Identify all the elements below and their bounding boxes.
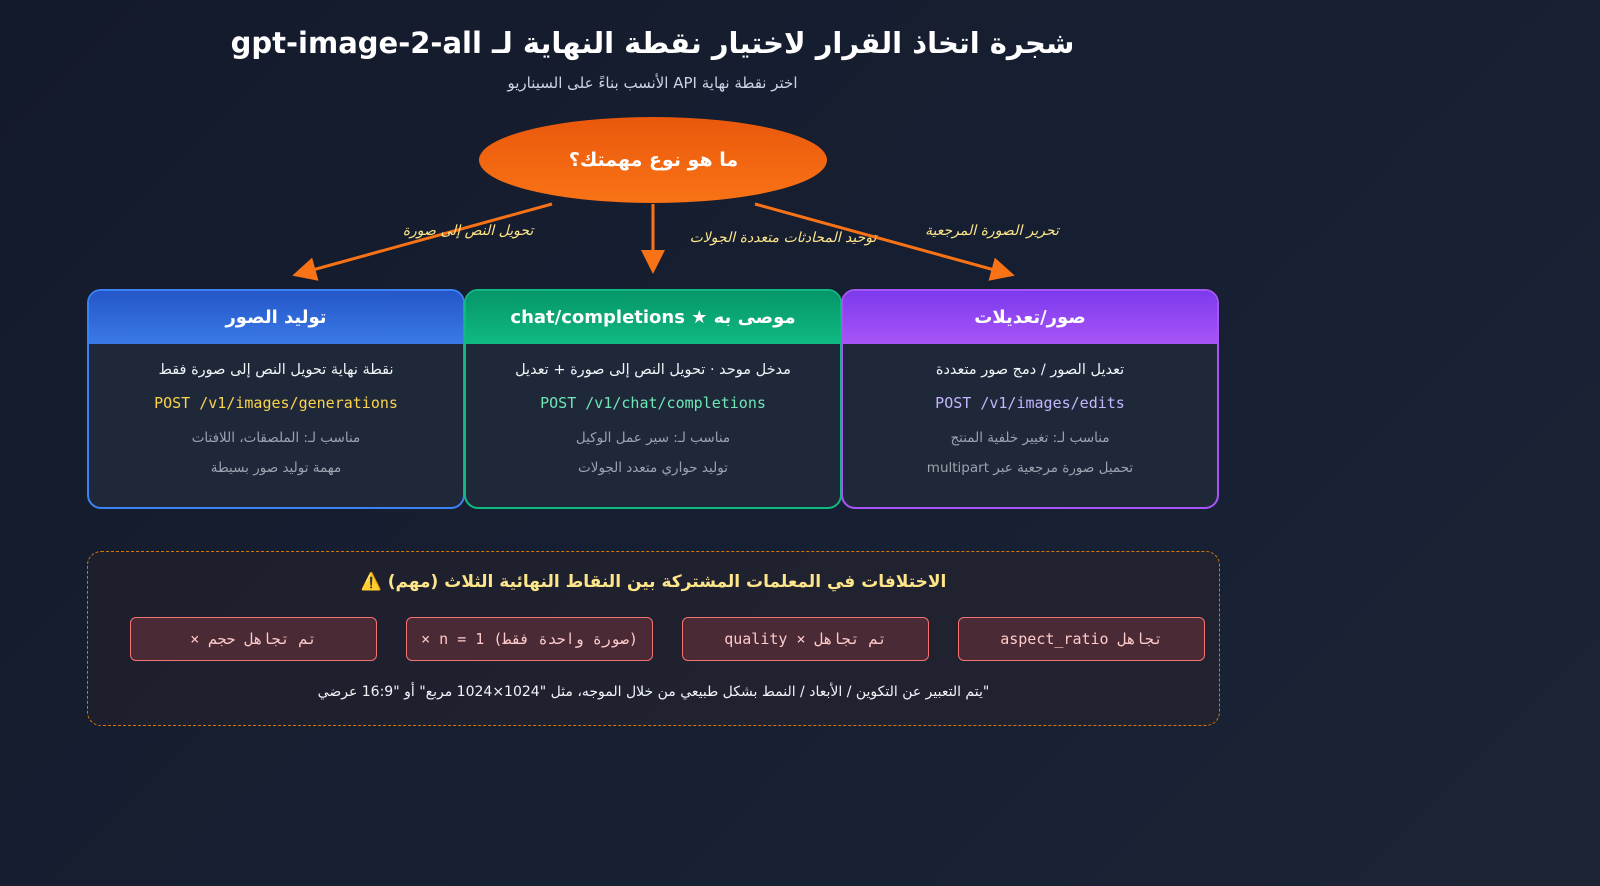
page-subtitle: اختر نقطة نهاية API الأنسب بناءً على الس… [507, 74, 798, 92]
tag-n-one: × n = 1 (صورة واحدة فقط) [406, 617, 653, 661]
panel-title: الاختلافات في المعلمات المشتركة بين النق… [360, 572, 947, 592]
card-title: توليد الصور [89, 291, 463, 344]
card-description: نقطة نهاية تحويل النص إلى صورة فقط [158, 362, 394, 378]
card-endpoint: POST /v1/images/generations [154, 394, 398, 412]
panel-footer: "يتم التعبير عن التكوين / الأبعاد / النم… [317, 684, 990, 700]
card-note: مناسب لـ: سير عمل الوكيل [575, 430, 731, 446]
card-description: تعديل الصور / دمج صور متعددة [935, 362, 1125, 378]
tag-quality-ignored: quality × تم تجاهل [682, 617, 929, 661]
card-note: مناسب لـ: تغيير خلفية المنتج [950, 430, 1110, 446]
card-endpoint: POST /v1/chat/completions [540, 394, 766, 412]
card-note: مناسب لـ: الملصقات، اللافتات [191, 430, 361, 446]
tag-aspect-ratio-ignored: aspect_ratio تجاهل [958, 617, 1205, 661]
parameter-differences-panel: الاختلافات في المعلمات المشتركة بين النق… [87, 551, 1220, 726]
card-generations: توليد الصور نقطة نهاية تحويل النص إلى صو… [87, 289, 465, 509]
card-title: موصى به ★ chat/completions [466, 291, 840, 344]
card-note: مهمة توليد صور بسيطة [210, 460, 342, 476]
card-note: تحميل صورة مرجعية عبر multipart [926, 460, 1134, 476]
root-node-shape [479, 117, 827, 203]
tag-size-ignored: × تم تجاهل حجم [130, 617, 377, 661]
edge-arrow-generations [292, 202, 553, 281]
card-note: توليد حواري متعدد الجولات [578, 460, 728, 476]
card-description: مدخل موحد · تحويل النص إلى صورة + تعديل [515, 362, 791, 378]
page-title: شجرة اتخاذ القرار لاختيار نقطة النهاية ل… [230, 26, 1075, 60]
root-question: ما هو نوع مهمتك؟ [568, 149, 739, 171]
edge-label-chat: توحيد المحادثات متعددة الجولات [689, 230, 877, 246]
edge-arrow-edits [754, 202, 1015, 281]
edge-label-edits: تحرير الصورة المرجعية [925, 223, 1059, 239]
card-title: صور/تعديلات [843, 291, 1217, 344]
card-edits: صور/تعديلات تعديل الصور / دمج صور متعددة… [841, 289, 1219, 509]
card-chat-completions: موصى به ★ chat/completions مدخل موحد · ت… [464, 289, 842, 509]
edge-label-generations: تحويل النص إلى صورة [402, 223, 534, 239]
card-endpoint: POST /v1/images/edits [935, 394, 1125, 412]
